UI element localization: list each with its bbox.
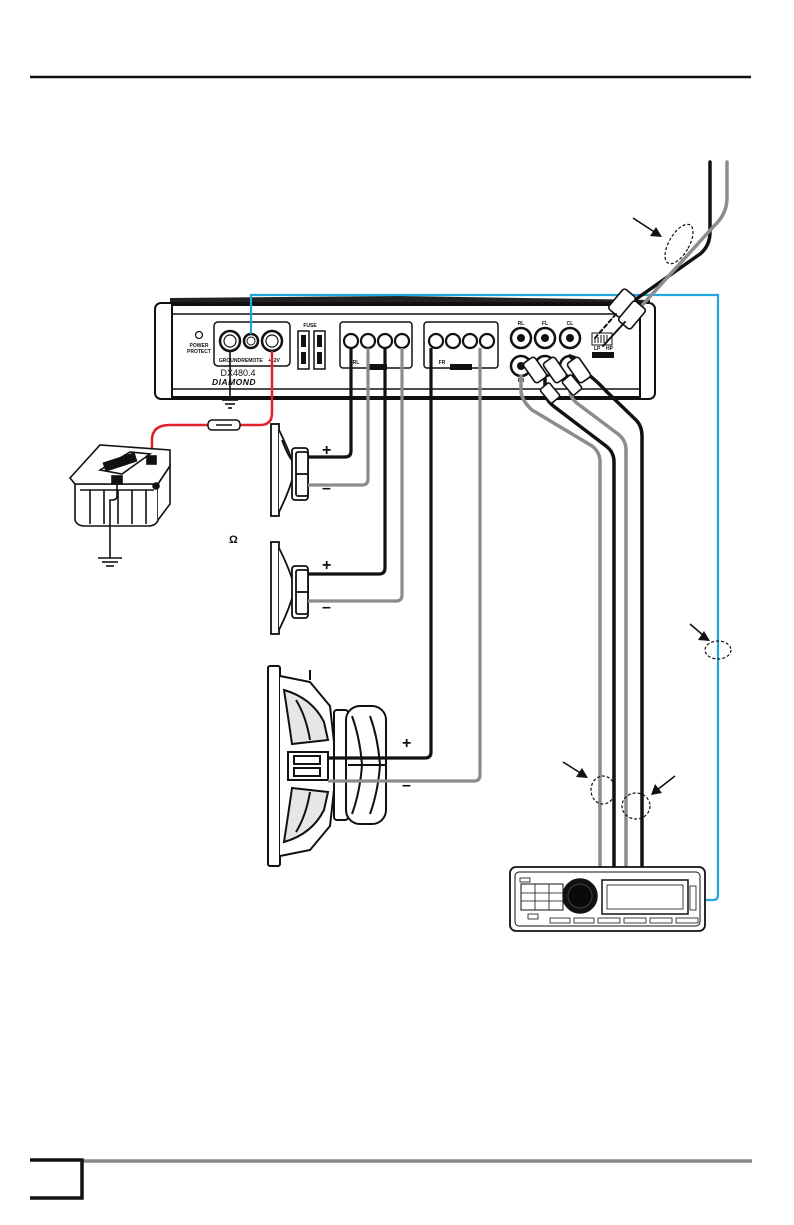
crossover-label-hp: HP — [606, 346, 614, 352]
rca-label-1: RL — [518, 321, 525, 327]
speaker-icon — [271, 424, 308, 516]
speaker2-plus: + — [322, 557, 331, 574]
remote-label: REMOTE — [241, 358, 263, 364]
speaker-icon — [271, 542, 308, 634]
power-label: +12V — [268, 358, 280, 364]
speaker1-minus: – — [322, 480, 331, 497]
subwoofer-plus: + — [402, 735, 411, 752]
arrow-icon — [563, 762, 588, 778]
callout-rca-left — [563, 762, 615, 804]
subwoofer-icon — [268, 666, 386, 866]
callout-rca-right — [622, 776, 675, 819]
arrow-icon — [651, 776, 675, 795]
fuse-label: FUSE — [303, 323, 317, 329]
fuse — [298, 331, 309, 369]
rca-label-3: CL — [567, 321, 574, 327]
rca-label-2: FL — [542, 321, 548, 327]
fuse — [314, 331, 325, 369]
amplifier-brand: DIAMOND — [212, 377, 256, 387]
head-unit-icon — [510, 867, 705, 931]
arrow-icon — [690, 624, 710, 641]
crossover-label-lp: LP — [594, 346, 601, 352]
speaker-terminal-block-rear — [424, 322, 498, 370]
power-protect-led — [196, 332, 203, 339]
ohm-symbol: Ω — [229, 534, 238, 546]
block1-label: RL — [353, 360, 360, 366]
arrow-icon — [633, 218, 662, 237]
battery-icon — [70, 445, 170, 526]
rca-cables — [521, 356, 642, 870]
footer — [30, 1160, 752, 1198]
block2-label: FR — [439, 360, 446, 366]
callout-remote-wire — [690, 624, 731, 659]
led-label-line2: PROTECT — [187, 349, 211, 355]
